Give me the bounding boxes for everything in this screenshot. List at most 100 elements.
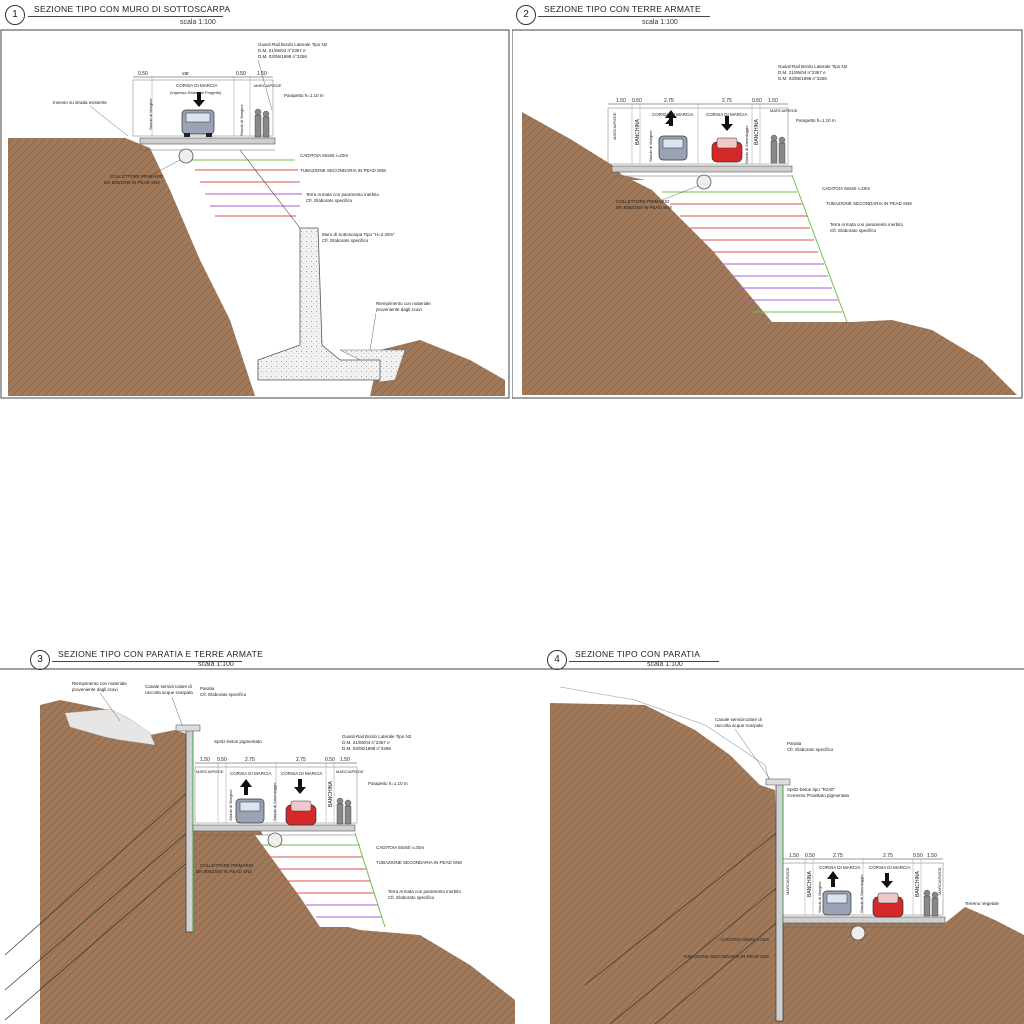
section-scale: scala 1:100 <box>180 19 216 26</box>
drawing-label: Parapetto h=1.10 m <box>796 118 836 123</box>
drawing-label: MARCIAPIEDE <box>937 867 942 895</box>
drawing-label: 2.75 <box>664 98 674 104</box>
section-4: 4 SEZIONE TIPO CON PARATIA scala 1:100 <box>525 645 1024 1024</box>
vehicle-van <box>181 109 215 137</box>
drawing-label: Cfr. Elaborato specifico <box>306 198 353 203</box>
collector-pipe <box>696 174 712 190</box>
drawing-label: Terra Armata con paramento inerbito <box>388 889 462 894</box>
vehicle-car <box>872 892 904 918</box>
drawing-label: Paratia <box>787 741 802 746</box>
drawing-label: DN 800/1000 IN PEAD SN8 <box>104 180 160 185</box>
drawing-label: BANCHINA <box>328 780 334 807</box>
drawing-label: TUBAZIONE SECONDARIA IN PEAD SN8 <box>376 860 462 865</box>
drawing-label: MARCIAPIEDE <box>336 769 364 774</box>
section-title: SEZIONE TIPO CON TERRE ARMATE <box>544 4 702 14</box>
drawing-label: 1.50 <box>927 853 937 859</box>
drawing-label: CORSIA DI MARCIA <box>819 865 861 870</box>
terrain <box>550 703 1024 1024</box>
drawing-label: Strada di Margine <box>648 130 653 162</box>
drawing-label: Guard-Rail Bordo Laterale Tipo N2 <box>778 64 848 69</box>
drawing-label: Innesto su strada esistente <box>53 100 107 105</box>
retaining-wall <box>257 227 381 381</box>
drawing-label: Parapetto h=1.10 m <box>284 93 324 98</box>
drawing-label: BANCHINA <box>807 870 813 897</box>
drawing-label: Strada di Margine <box>148 98 153 130</box>
section-number-badge: 4 <box>547 650 567 670</box>
drawing-label: Cemento Proiettato pigmentato <box>787 793 850 798</box>
drawing-label: D.M. 03/06/1998 n°3256 <box>778 76 827 81</box>
drawing-label: D.M. 21/06/04 n°2367 e <box>778 70 826 75</box>
drawing-label: proveniente dagli scavi <box>376 307 422 312</box>
vehicle-car <box>711 137 743 163</box>
drawing-label: D.M. 03/06/1998 n°3256 <box>342 746 391 751</box>
vehicle-car <box>285 800 317 826</box>
drawing-label: raccolta acque scarpata <box>145 690 193 695</box>
drawing-label: CADITOIA 50x50 i=20m <box>376 845 424 850</box>
section-number-badge: 1 <box>5 5 25 25</box>
drawing-label: Strada di Margine <box>228 789 233 821</box>
drawing-label: 2.75 <box>833 853 843 859</box>
section-1-drawing: 0.50 var 0.50 1.50 CORSIA DI MARCIA (Ing… <box>0 29 510 399</box>
drawing-label: Cfr. Elaborato specifico <box>200 692 247 697</box>
vehicle-van <box>658 135 688 161</box>
drawing-label: 1.50 <box>789 853 799 859</box>
drawing-label: 1.50 <box>200 757 210 763</box>
drawing-label: Strada di Smontaggio <box>859 874 864 913</box>
vehicle-van <box>822 890 852 916</box>
drawing-label: 2.75 <box>296 757 306 763</box>
drawing-label: raccolta acque scarpata <box>715 723 763 728</box>
drawing-label: 2.75 <box>883 853 893 859</box>
section-number-badge: 2 <box>516 5 536 25</box>
drawing-label: Cfr. Elaborato specifico <box>787 747 834 752</box>
section-2-drawing: 1.50 0.50 2.75 2.75 0.50 1.50 MARCIAPIED… <box>512 29 1023 399</box>
road-deck <box>611 165 793 173</box>
drawing-label: MARCIAPIEDE <box>254 83 282 88</box>
drawing-label: BANCHINA <box>754 118 760 145</box>
drawing-label: Muro di Sottoscarpa Tipo "H=2.20m" <box>322 232 395 237</box>
drawing-label: MARCIAPIEDE <box>785 867 790 895</box>
section-scale: scala 1:100 <box>647 661 683 668</box>
drawing-label: MARCIAPIEDE <box>770 108 798 113</box>
drawing-label: Paratia <box>200 686 215 691</box>
section-scale: scala 1:100 <box>198 661 234 668</box>
section-number-badge: 3 <box>30 650 50 670</box>
drawing-label: 2.75 <box>245 757 255 763</box>
drawing-label: CADITOIA 50x50 i=20m <box>721 937 769 942</box>
drawing-label: Guard-Rail Bordo Laterale Tipo N2 <box>342 734 412 739</box>
collector-pipe <box>178 148 194 164</box>
drawing-label: CADITOIA 50x50 i=20m <box>822 186 870 191</box>
drawing-label: 0.50 <box>913 853 923 859</box>
terrain-left <box>8 138 255 396</box>
drawing-label: 1.50 <box>616 98 626 104</box>
section-1: 1 SEZIONE TIPO CON MURO DI SOTTOSCARPA s… <box>0 0 512 400</box>
drawing-label: 0.50 <box>217 757 227 763</box>
section-title: SEZIONE TIPO CON MURO DI SOTTOSCARPA <box>34 4 231 14</box>
drawing-label: BANCHINA <box>915 870 921 897</box>
drawing-label: COLLETTORE PRIMARIO <box>616 199 670 204</box>
drawing-label: CORSIA DI MARCIA <box>281 771 323 776</box>
collector-pipe <box>850 925 866 941</box>
drawing-label: Cfr. Elaborato specifico <box>830 228 877 233</box>
collector-pipe <box>267 832 283 848</box>
drawing-label: CORSIA DI MARCIA <box>230 771 272 776</box>
drawing-label: 0.50 <box>752 98 762 104</box>
drawing-label: Cfr. Elaborato specifico <box>322 238 369 243</box>
drawing-label: 0.50 <box>805 853 815 859</box>
drawing-label: proveniente dagli scavi <box>72 687 118 692</box>
drawing-label: CADITOIA 50x50 i=20m <box>300 153 348 158</box>
section-4-drawing: 1.50 0.50 2.75 2.75 0.50 1.50 BANCHINA C… <box>525 668 1024 1024</box>
drawing-label: Strada di Margine <box>817 881 822 913</box>
drawing-label: Strada di Margine <box>239 104 244 136</box>
section-title: SEZIONE TIPO CON PARATIA <box>575 649 701 659</box>
drawing-label: Cfr. Elaborato specifico <box>388 895 435 900</box>
pile-wall <box>775 782 784 1022</box>
drawing-label: TUBAZIONE SECONDARIA IN PEAD SN8 <box>826 201 912 206</box>
drawing-label: D.M. 21/06/04 n°2367 e <box>342 740 390 745</box>
drawing-label: D.M. 21/06/04 n°2367 e <box>258 48 306 53</box>
drawing-label: CORSIA DI MARCIA <box>706 112 748 117</box>
drawing-label: Terreno Vegetale <box>965 901 1000 906</box>
drawing-label: MARCIAPIEDE <box>612 112 617 140</box>
drawing-label: Strada di Smontaggio <box>744 125 749 164</box>
section-title: SEZIONE TIPO CON PARATIA E TERRE ARMATE <box>58 649 264 659</box>
drawing-label: D.M. 03/06/1998 n°3256 <box>258 54 307 59</box>
